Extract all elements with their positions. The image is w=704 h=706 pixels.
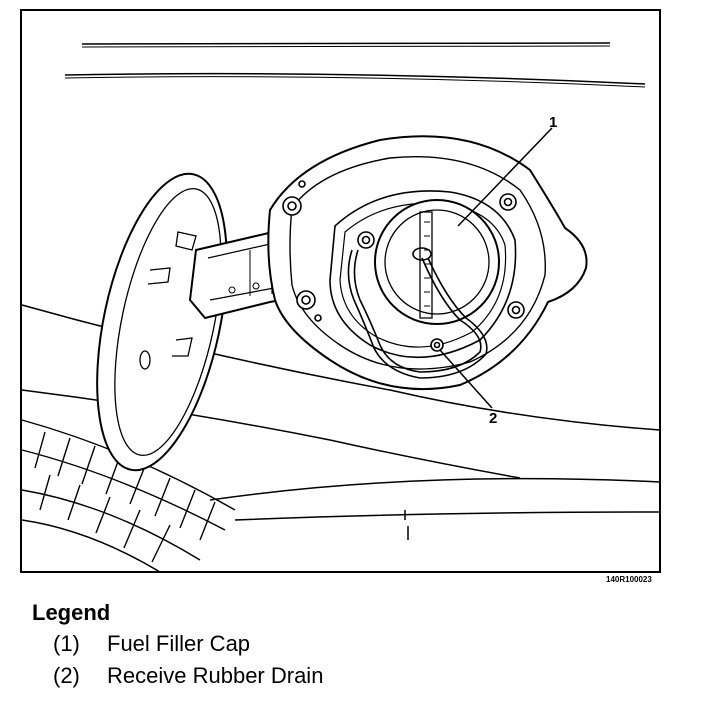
- cap-tether: [347, 249, 488, 379]
- legend-item: (2) Receive Rubber Drain: [53, 660, 323, 692]
- legend-item-number: (1): [53, 631, 80, 656]
- callout-1-label: 1: [549, 114, 557, 131]
- legend-item-text: Receive Rubber Drain: [107, 663, 324, 688]
- fuel-filler-diagram: 1 2 140R100023: [20, 9, 661, 584]
- figure-id-code: 140R100023: [606, 575, 652, 584]
- callout-2: 2: [439, 349, 497, 427]
- mounting-holes: [282, 180, 525, 322]
- legend-title: Legend: [32, 600, 111, 625]
- leader-line-1: [457, 127, 553, 227]
- fuel-filler-cap: [374, 199, 500, 325]
- side-grille: [21, 419, 236, 573]
- figure-frame: [20, 9, 661, 573]
- legend-item: (1) Fuel Filler Cap: [53, 628, 323, 660]
- callout-1: 1: [457, 114, 557, 227]
- legend-item-number: (2): [53, 663, 80, 688]
- legend-item-text: Fuel Filler Cap: [107, 631, 251, 656]
- receive-rubber-drain: [430, 338, 444, 352]
- legend: Legend (1) Fuel Filler Cap (2) Receive Rub…: [32, 598, 323, 692]
- callout-2-label: 2: [489, 410, 497, 427]
- fuel-door: [96, 172, 228, 472]
- leader-line-2: [439, 349, 493, 409]
